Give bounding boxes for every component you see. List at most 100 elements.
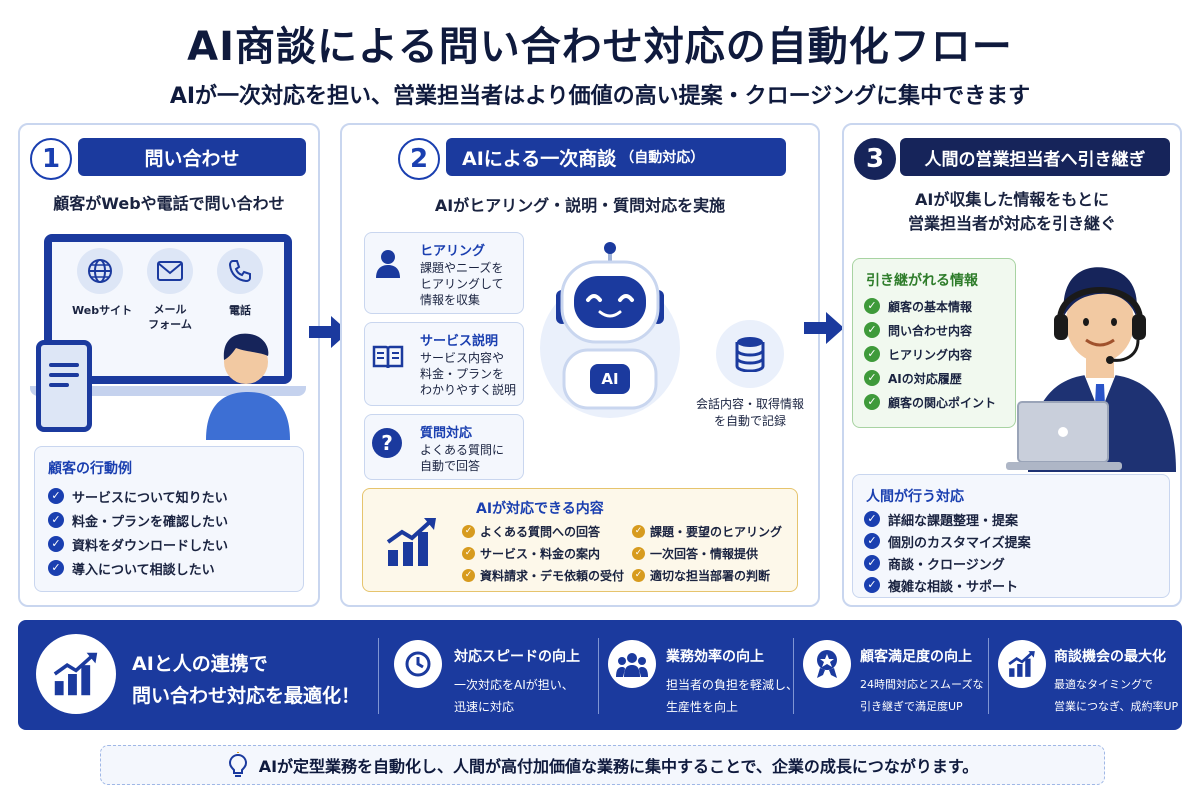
benefit-title: 対応スピードの向上 [454,649,580,665]
globe-icon [77,248,123,294]
record-text: 会話内容・取得情報 を自動で記録 [695,397,804,428]
benefit-text: 最適なタイミングで 営業につなぎ、成約率UP [1054,678,1179,713]
human-task-list: ✓詳細な課題整理・提案 ✓個別のカスタマイズ提案 ✓商談・クロージング ✓複雑な… [864,508,1164,596]
capability-list-right: ✓課題・要望のヒアリング ✓一次回答・情報提供 ✓適切な担当部署の判断 [632,520,792,586]
behavior-item: ✓料金・プランを確認したい [48,508,298,532]
service-card-text: サービス内容や 料金・プランを わかりやすく説明 [420,351,517,397]
capability-title: AIが対応できる内容 [476,501,604,517]
benefit-text: 一次対応をAIが担い、 迅速に対応 [454,678,574,714]
behavior-list: ✓サービスについて知りたい ✓料金・プランを確認したい ✓資料をダウンロードした… [48,484,298,580]
channel-web-label: Webサイト [72,304,133,317]
check-icon: ✓ [632,568,645,582]
handover-list: ✓顧客の基本情報 ✓問い合わせ内容 ✓ヒアリング内容 ✓AIの対応履歴 ✓顧客の… [864,294,1014,414]
human-task-title: 人間が行う対応 [866,489,964,505]
service-card-title: サービス説明 [420,334,499,349]
banner-divider [793,638,794,714]
step1-number: 1 [30,138,72,180]
step1-header-label: 問い合わせ [144,147,240,170]
benefit-text: 24時間対応とスムーズな 引き継ぎで満足度UP [860,678,984,713]
channel-phone: 電話 [212,248,268,318]
human-task-box [852,474,1170,598]
behavior-item: ✓導入について相談したい [48,556,298,580]
person-icon [374,248,402,282]
check-icon: ✓ [864,555,880,571]
check-icon: ✓ [48,488,64,504]
check-icon: ✓ [462,546,475,560]
smartphone-illustration [36,340,92,432]
flow-arrow-2-icon [800,308,848,352]
growth-icon [998,640,1046,688]
step2-header-sub: （自動対応） [620,150,705,166]
service-card [364,322,524,406]
human-task-item: ✓商談・クロージング [864,552,1164,574]
footer-text: AIが定型業務を自動化し、人間が高付加価値な業務に集中することで、企業の成長につ… [258,757,979,776]
capability-box [362,488,798,592]
lightbulb-icon [227,752,249,778]
step2-number: 2 [398,138,440,180]
channel-phone-label: 電話 [229,304,251,317]
phone-icon [217,248,263,294]
footer-message: AIが定型業務を自動化し、人間が高付加価値な業務に集中することで、企業の成長につ… [100,745,1105,785]
check-icon: ✓ [864,298,880,314]
ai-chip-badge: AI [590,364,630,394]
step1-lead: 顧客がWebや電話で問い合わせ [53,194,285,213]
human-task-item: ✓複雑な相談・サポート [864,574,1164,596]
check-icon: ✓ [864,533,880,549]
benefit-title: 業務効率の向上 [666,649,764,665]
check-icon: ✓ [864,511,880,527]
step2-header-label: AIによる一次商談 [462,147,617,170]
handover-title: 引き継がれる情報 [866,273,978,289]
capability-item: ✓課題・要望のヒアリング [632,520,792,542]
handover-item: ✓AIの対応履歴 [864,366,1014,390]
check-icon: ✓ [632,546,645,560]
banner-divider [378,638,379,714]
banner-divider [988,638,989,714]
step3-header: 人間の営業担当者へ引き継ぎ [900,138,1170,176]
handover-item: ✓ヒアリング内容 [864,342,1014,366]
step3-header-label: 人間の営業担当者へ引き継ぎ [924,149,1146,170]
step2-lead: AIがヒアリング・説明・質問対応を実施 [434,196,726,215]
award-icon [803,640,851,688]
step1-header: 問い合わせ [78,138,306,176]
human-task-item: ✓詳細な課題整理・提案 [864,508,1164,530]
hearing-card-title: ヒアリング [420,244,486,259]
behavior-item: ✓サービスについて知りたい [48,484,298,508]
ai-robot-illustration [540,240,680,440]
page-title: AI商談による問い合わせ対応の自動化フロー [187,24,1013,70]
channel-web: Webサイト [72,248,133,318]
step2-header: AIによる一次商談 （自動対応） [446,138,786,176]
faq-card-title: 質問対応 [420,426,473,441]
step3-number: 3 [854,138,896,180]
customer-illustration [196,322,300,440]
step3-lead: AIが収集した情報をもとに 営業担当者が対応を引き継ぐ [907,190,1116,233]
check-icon: ✓ [864,577,880,593]
banner-growth-icon [36,634,116,714]
check-icon: ✓ [864,370,880,386]
benefit-title: 顧客満足度の向上 [860,649,972,665]
faq-card-text: よくある質問に 自動で回答 [420,443,505,473]
check-icon: ✓ [48,560,64,576]
laptop-icon [1004,398,1124,478]
check-icon: ✓ [864,394,880,410]
capability-item: ✓サービス・料金の案内 [462,542,632,564]
handover-item: ✓顧客の関心ポイント [864,390,1014,414]
check-icon: ✓ [48,536,64,552]
banner-divider [598,638,599,714]
banner-main-text: AIと人の連携で 問い合わせ対応を最適化！ [132,653,361,707]
capability-item: ✓一次回答・情報提供 [632,542,792,564]
hearing-card-text: 課題やニーズを ヒアリングして 情報を収集 [420,261,504,307]
mail-icon [147,248,193,294]
benefit-title: 商談機会の最大化 [1054,649,1166,665]
channel-mail: メール フォーム [142,248,198,332]
capability-item: ✓資料請求・デモ依頼の受付 [462,564,632,586]
laptop-base [30,386,306,396]
check-icon: ✓ [462,524,475,538]
behavior-title: 顧客の行動例 [48,461,132,477]
check-icon: ✓ [462,568,475,582]
capability-item: ✓適切な担当部署の判断 [632,564,792,586]
check-icon: ✓ [48,512,64,528]
growth-chart-icon [384,516,440,572]
behavior-item: ✓資料をダウンロードしたい [48,532,298,556]
check-icon: ✓ [864,346,880,362]
database-icon [716,320,784,388]
